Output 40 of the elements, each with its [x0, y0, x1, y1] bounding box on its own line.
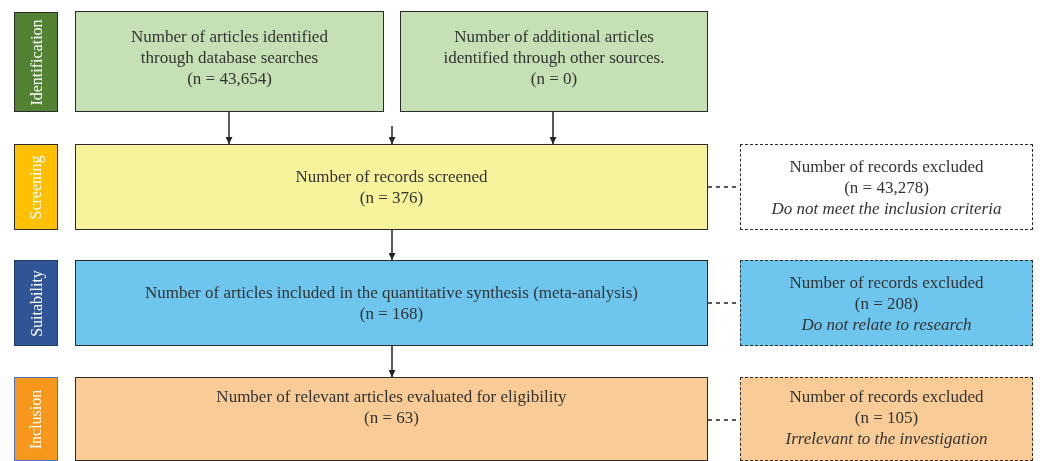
arrow — [549, 111, 557, 145]
stage-name: Inclusion — [26, 389, 46, 449]
stage-label — [14, 260, 58, 346]
count-text: (n = 43,654) — [187, 68, 272, 89]
box-text: Number of relevant articles evaluated for eligibility — [216, 386, 567, 407]
box-text: Number of records screened — [295, 166, 488, 187]
exclusion-reason: Do not relate to research — [801, 313, 972, 335]
exclusion-reason: Irrelevant to the investigation — [785, 428, 988, 449]
process-box — [75, 260, 708, 346]
arrow — [388, 345, 396, 378]
exclusion-box — [740, 144, 1033, 230]
process-box — [75, 377, 708, 461]
box-text: Number of articles included in the quantitative synthesis (meta-analysis) — [145, 282, 638, 303]
process-box — [75, 11, 384, 112]
stage-name: Screening — [26, 155, 46, 219]
stage-label — [14, 144, 58, 230]
process-box — [75, 144, 708, 230]
count-text: (n = 168) — [359, 303, 424, 324]
count-text: (n = 208) — [854, 292, 919, 314]
box-text: Number of records excluded — [789, 155, 984, 177]
exclusion-reason: Do not meet the inclusion criteria — [771, 197, 1002, 219]
arrow — [225, 111, 233, 145]
count-text: (n = 376) — [359, 187, 424, 208]
process-box — [400, 11, 708, 112]
arrow — [388, 229, 396, 261]
box-text: Number of records excluded — [789, 271, 984, 293]
count-text: (n = 0) — [530, 68, 578, 89]
box-text: Number of records excluded — [789, 386, 984, 407]
stage-label — [14, 12, 58, 112]
stage-label — [14, 377, 58, 461]
exclusion-box — [740, 377, 1033, 461]
exclusion-box — [740, 260, 1033, 346]
count-text: (n = 105) — [854, 407, 919, 428]
box-text: Number of articles identified through database searches — [130, 26, 329, 68]
stage-name: Identification — [26, 18, 46, 106]
stage-name: Suitability — [26, 269, 47, 337]
arrow — [388, 125, 396, 145]
count-text: (n = 63) — [364, 407, 419, 428]
count-text: (n = 43,278) — [844, 176, 929, 198]
box-text: Number of additional articles identified through other sources. — [442, 26, 666, 68]
